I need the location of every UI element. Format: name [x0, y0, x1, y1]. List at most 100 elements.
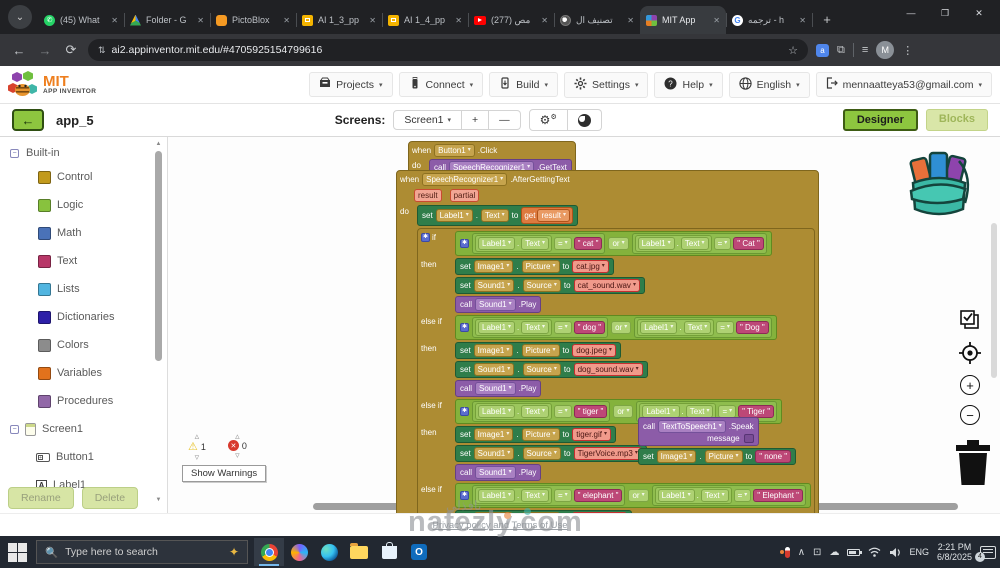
address-bar[interactable]: ⇅ ai2.appinventor.mit.edu/#4705925154799… [88, 39, 808, 61]
palette-item-colors[interactable]: Colors [0, 331, 167, 359]
back-icon[interactable]: ← [12, 42, 26, 58]
property-dropdown[interactable]: Text [521, 489, 549, 502]
tab-close-icon[interactable]: ✕ [713, 15, 720, 25]
canvas-vertical-scrollbar[interactable] [991, 223, 997, 378]
floating-blocks[interactable]: callTextToSpeech1.SpeakmessagesetImage1.… [638, 417, 797, 465]
browser-tab[interactable]: Folder - G✕ [124, 6, 211, 34]
taskbar-search[interactable]: 🔍 Type here to search ✦ [36, 540, 248, 564]
add-screen-button[interactable]: + [462, 110, 490, 130]
tab-close-icon[interactable]: ✕ [111, 15, 118, 25]
property-dropdown[interactable]: Text [700, 489, 729, 502]
property-dropdown[interactable]: Picture [521, 260, 560, 273]
compare-block[interactable]: Label1.Text=" Tiger " [636, 401, 778, 422]
component-dropdown[interactable]: Sound1 [473, 279, 515, 292]
condition-row[interactable]: ✱Label1.Text=" tiger "orLabel1.Text=" Ti… [455, 399, 783, 424]
mutator-gear-icon[interactable]: ✱ [460, 239, 469, 248]
mutator-gear-icon[interactable]: ✱ [421, 233, 430, 242]
project-properties-button[interactable]: ⚙⚙ [528, 109, 568, 131]
tab-close-icon[interactable]: ✕ [197, 15, 204, 25]
property-getter-block[interactable]: Label1.Text [475, 487, 552, 504]
tree-item-button1[interactable]: +Button1 [0, 443, 167, 471]
component-dropdown[interactable]: Image1 [473, 260, 514, 273]
operator-dropdown[interactable]: = [553, 405, 572, 418]
condition-row[interactable]: ✱Label1.Text=" dog "orLabel1.Text=" Dog … [455, 315, 777, 340]
property-getter-block[interactable]: Label1.Text [475, 403, 552, 420]
wifi-icon[interactable] [868, 547, 881, 557]
property-getter-block[interactable]: Label1.Text [475, 235, 552, 252]
palette-item-lists[interactable]: Lists [0, 275, 167, 303]
text-string-block[interactable]: " Elephant " [753, 489, 803, 502]
file-dropdown[interactable]: cat_sound.wav [573, 279, 640, 292]
restore-button[interactable]: ❐ [940, 7, 950, 18]
browser-tab[interactable]: AI 1_3_pp✕ [296, 6, 383, 34]
operator-dropdown[interactable]: = [553, 321, 572, 334]
forward-icon[interactable]: → [38, 42, 52, 58]
property-dropdown[interactable]: Text [521, 405, 549, 418]
property-getter-block[interactable]: Label1.Text [634, 235, 712, 252]
property-dropdown[interactable]: Picture [704, 450, 743, 463]
text-string-block[interactable]: " cat " [573, 237, 603, 250]
language-indicator[interactable]: ENG [909, 547, 929, 557]
onedrive-icon[interactable]: ☁ [829, 546, 840, 558]
component-dropdown[interactable]: Label1 [657, 489, 695, 502]
text-string-block[interactable]: " Cat " [733, 237, 764, 250]
component-dropdown[interactable]: Label1 [640, 321, 678, 334]
text-string-block[interactable]: " none " [755, 450, 792, 463]
backpack-icon[interactable] [903, 147, 975, 228]
extensions-icon[interactable]: ⧉ [837, 43, 845, 56]
explorer-taskbar-icon[interactable] [344, 538, 374, 566]
property-dropdown[interactable]: Source [522, 363, 561, 376]
store-taskbar-icon[interactable] [374, 538, 404, 566]
copilot-taskbar-icon[interactable] [284, 538, 314, 566]
compare-block[interactable]: Label1.Text=" Dog " [634, 317, 772, 338]
operator-dropdown[interactable]: = [716, 321, 734, 334]
collapse-icon[interactable]: − [10, 424, 19, 434]
tray-app-icon[interactable]: ⊡ [813, 546, 822, 558]
compare-block[interactable]: Label1.Text=" elephant " [472, 485, 626, 506]
logic-or-dropdown[interactable]: or [628, 489, 649, 502]
menu-build[interactable]: Build▾ [489, 72, 559, 97]
compare-block[interactable]: Label1.Text=" cat " [472, 233, 606, 254]
component-dropdown[interactable]: SpeechRecognizer1 [422, 173, 508, 186]
lens-icon[interactable]: a [816, 43, 829, 57]
battery-icon[interactable] [847, 548, 863, 556]
palette-item-variables[interactable]: Variables [0, 359, 167, 387]
minimize-button[interactable]: — [906, 8, 916, 18]
reload-icon[interactable]: ⟳ [65, 42, 77, 57]
component-dropdown[interactable]: Button1 [434, 144, 475, 157]
event-parameter[interactable]: partial [449, 189, 480, 202]
property-getter-block[interactable]: Label1.Text [637, 319, 715, 336]
privacy-terms-link[interactable]: Privacy policy and Terms of Use [432, 519, 568, 531]
tab-groups-icon[interactable]: ≡ [861, 44, 869, 56]
blocks-view-button[interactable]: Blocks [925, 109, 988, 131]
logic-or-dropdown[interactable]: or [608, 237, 629, 250]
property-dropdown[interactable]: Source [522, 447, 561, 460]
warning-down-icon[interactable]: ▿ [194, 452, 200, 462]
palette-item-text[interactable]: Text [0, 247, 167, 275]
component-dropdown[interactable]: TextToSpeech1 [658, 420, 726, 433]
property-dropdown[interactable]: Picture [521, 428, 560, 441]
property-dropdown[interactable]: Text [521, 321, 549, 334]
palette-item-math[interactable]: Math [0, 219, 167, 247]
operator-dropdown[interactable]: = [713, 237, 732, 250]
edge-taskbar-icon[interactable] [314, 538, 344, 566]
file-dropdown[interactable]: TigerVoice.mp3 [573, 447, 642, 460]
logic-or-dropdown[interactable]: or [611, 321, 632, 334]
property-getter-block[interactable]: Label1.Text [639, 403, 717, 420]
designer-view-button[interactable]: Designer [842, 109, 918, 131]
compare-block[interactable]: Label1.Text=" dog " [472, 317, 609, 338]
weather-icon[interactable] [779, 546, 790, 558]
component-dropdown[interactable]: Label1 [478, 405, 516, 418]
property-dropdown[interactable]: Text [480, 209, 509, 222]
logic-or-dropdown[interactable]: or [613, 405, 634, 418]
property-getter-block[interactable]: Label1.Text [475, 319, 552, 336]
browser-tab[interactable]: تصنيف ال✕ [554, 6, 641, 34]
component-dropdown[interactable]: Sound1 [475, 466, 516, 479]
mutator-gear-icon[interactable]: ✱ [460, 323, 469, 332]
